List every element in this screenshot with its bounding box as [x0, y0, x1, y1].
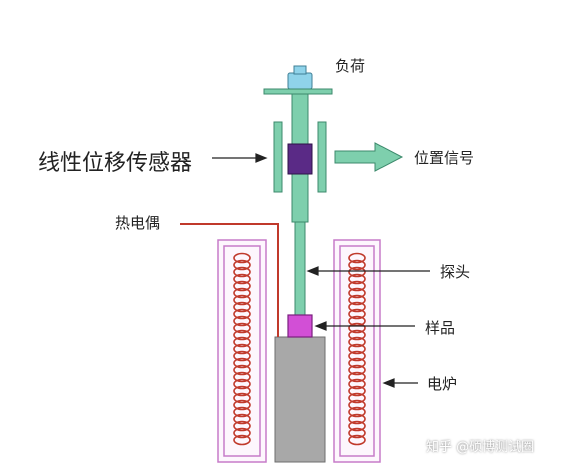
- lvdt-core: [287, 143, 313, 175]
- furnace-left-coil: [233, 252, 251, 446]
- label-probe: 探头: [440, 263, 471, 281]
- furnace-leader-head: [382, 378, 395, 388]
- label-furnace: 电炉: [427, 375, 458, 393]
- load-weight: [287, 72, 313, 90]
- sample-holder-block: [274, 336, 326, 463]
- thermocouple-wire: [180, 223, 279, 337]
- furnace-right-inner: [339, 245, 375, 457]
- label-lvdt-sensor: 线性位移传感器: [38, 151, 193, 176]
- furnace-left: [217, 239, 267, 463]
- lvdt-coil-right: [317, 121, 327, 193]
- label-thermocouple: 热电偶: [115, 214, 161, 232]
- load-plate: [263, 88, 333, 95]
- furnace-right-coil: [348, 252, 366, 446]
- load-weight-knob: [293, 65, 307, 75]
- label-position-signal: 位置信号: [414, 149, 475, 167]
- label-load: 负荷: [335, 57, 366, 75]
- watermark-text: 知乎 @硕博测试圈: [426, 440, 535, 455]
- label-sample: 样品: [425, 319, 456, 337]
- position-signal-arrow: [334, 142, 404, 172]
- sample: [287, 314, 313, 338]
- sample-leader-head: [314, 321, 327, 331]
- probe-leader-head: [306, 266, 319, 276]
- furnace-right: [333, 239, 381, 463]
- lvdt-leader-head: [255, 153, 268, 163]
- lvdt-coil-left: [273, 121, 283, 193]
- probe-rod: [294, 221, 306, 316]
- furnace-left-inner: [223, 245, 261, 457]
